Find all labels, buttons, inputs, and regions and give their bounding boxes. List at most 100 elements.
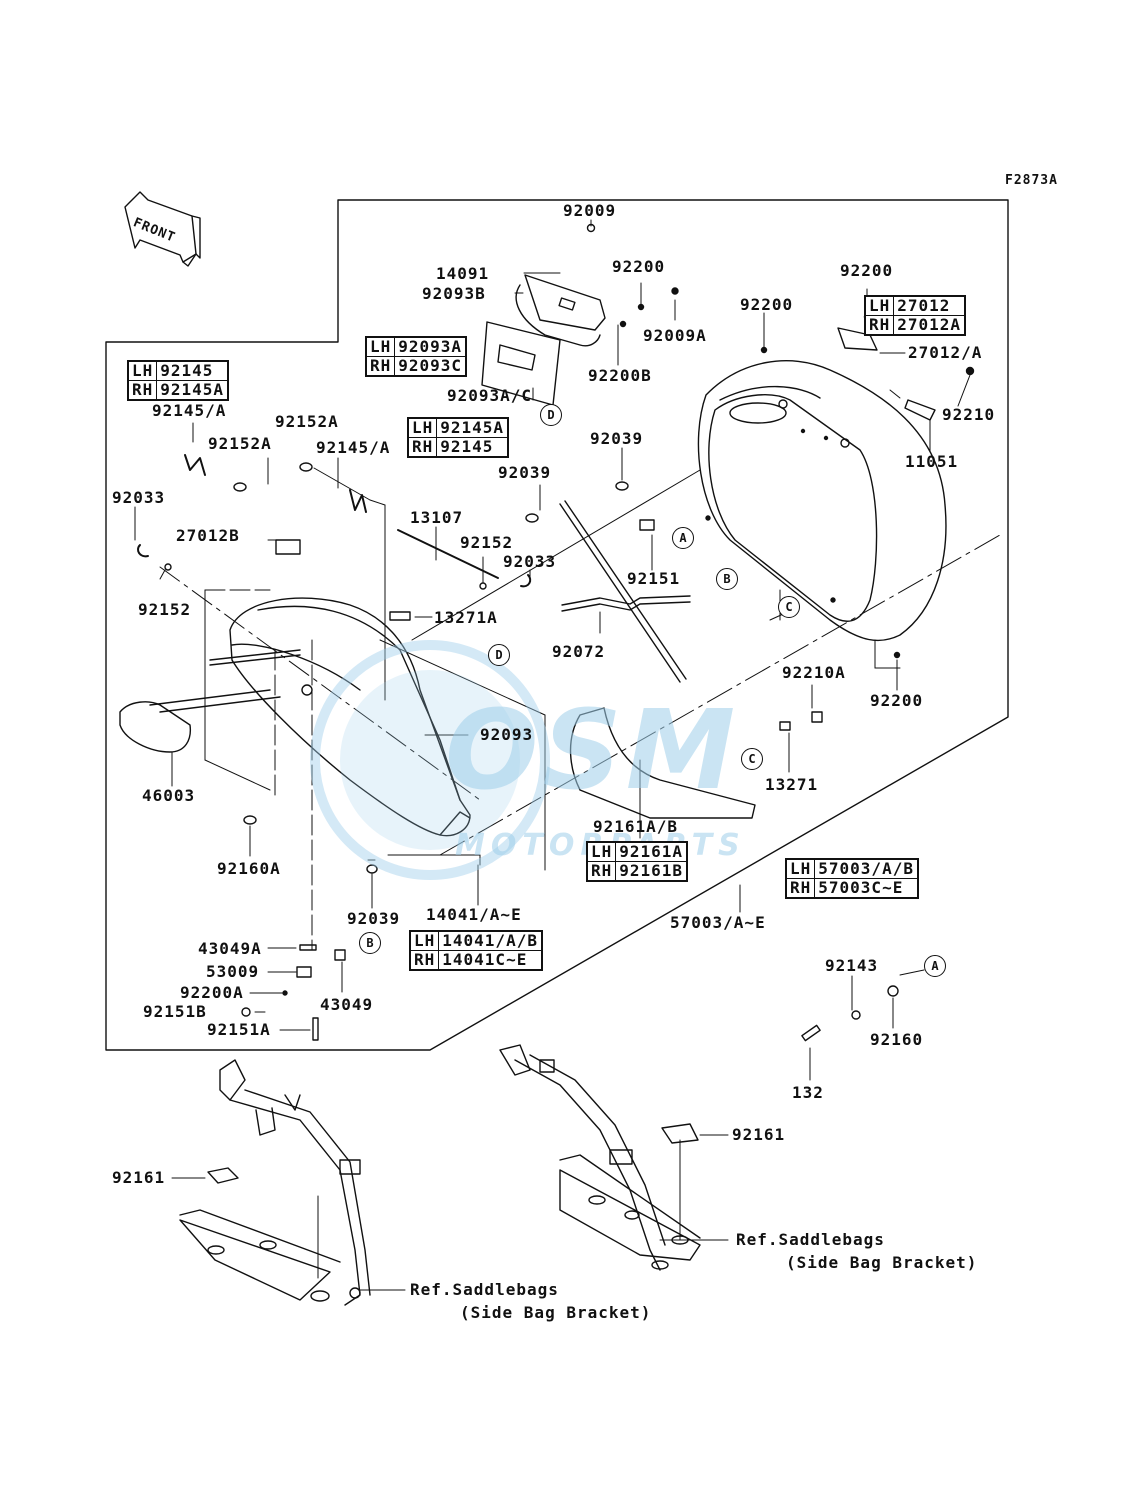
part-92145A-mid: 92145/A — [316, 438, 391, 457]
part-92151: 92151 — [627, 569, 681, 588]
lh-value: 92145 — [156, 360, 229, 381]
lh-label: LH — [864, 295, 895, 316]
part-92200-striker: 92200 — [840, 261, 894, 280]
callout-b-shell: B — [716, 568, 738, 590]
part-43049A: 43049A — [198, 939, 262, 958]
part-92093B: 92093B — [422, 284, 486, 303]
part-43049: 43049 — [320, 995, 374, 1014]
part-92152-left: 92152 — [138, 600, 192, 619]
lh-value: 92093A — [394, 336, 467, 357]
rh-value: 14041C~E — [438, 950, 543, 971]
rh-label: RH — [409, 950, 440, 971]
ref-saddlebags-left: Ref.Saddlebags — [410, 1280, 559, 1299]
part-92200A: 92200A — [180, 983, 244, 1002]
part-92143: 92143 — [825, 956, 879, 975]
part-92039-top: 92039 — [590, 429, 644, 448]
lh-value: 92161A — [615, 841, 688, 862]
part-92009A: 92009A — [643, 326, 707, 345]
bracket-11051 — [904, 399, 936, 421]
part-132: 132 — [792, 1083, 824, 1102]
part-92072: 92072 — [552, 642, 606, 661]
lh-value: 57003/A/B — [814, 858, 919, 879]
part-92145A-left: 92145/A — [152, 401, 227, 420]
ref-side-bag-bracket-right: (Side Bag Bracket) — [786, 1253, 978, 1272]
part-46003: 46003 — [142, 786, 196, 805]
rh-label: RH — [127, 380, 158, 401]
callout-a-shell: A — [672, 527, 694, 549]
lh-label: LH — [365, 336, 396, 357]
part-27012A: 27012/A — [908, 343, 983, 362]
callout-c-clip: C — [741, 748, 763, 770]
lh-label: LH — [409, 930, 440, 951]
part-27012B: 27012B — [176, 526, 240, 545]
callout-a-bolt: A — [924, 955, 946, 977]
part-92033-mid: 92033 — [503, 552, 557, 571]
striker-27012 — [837, 327, 878, 351]
rh-value: 92093C — [394, 356, 467, 377]
part-57003: 57003/A~E — [670, 913, 766, 932]
part-92152A-left: 92152A — [208, 434, 272, 453]
rh-label: RH — [407, 437, 438, 458]
callout-d-latch: D — [540, 404, 562, 426]
rh-value: 57003C~E — [814, 878, 919, 899]
part-92152-mid: 92152 — [460, 533, 514, 552]
lh-label: LH — [407, 417, 438, 438]
front-arrow-icon — [124, 191, 201, 267]
callout-d-lid: D — [488, 644, 510, 666]
support-strap — [559, 500, 691, 683]
rh-value: 27012A — [893, 315, 966, 336]
assembly-boundary — [105, 199, 1009, 1051]
part-92161-right: 92161 — [732, 1125, 786, 1144]
part-92151A: 92151A — [207, 1020, 271, 1039]
callout-c-shell: C — [778, 596, 800, 618]
part-92152A-mid: 92152A — [275, 412, 339, 431]
part-14041: 14041/A~E — [426, 905, 522, 924]
part-13271A: 13271A — [434, 608, 498, 627]
part-92093AC: 92093A/C — [447, 386, 533, 405]
part-53009: 53009 — [206, 962, 260, 981]
saddlebag-lid-left — [229, 597, 471, 837]
part-92210: 92210 — [942, 405, 996, 424]
part-92160A: 92160A — [217, 859, 281, 878]
pad-92161-left — [207, 1167, 239, 1184]
hinge-part — [119, 649, 301, 753]
part-92200B: 92200B — [588, 366, 652, 385]
latch-assembly — [515, 274, 606, 347]
saddlebag-liner — [569, 707, 756, 819]
part-92210A: 92210A — [782, 663, 846, 682]
lh-label: LH — [586, 841, 617, 862]
ref-saddlebags-right: Ref.Saddlebags — [736, 1230, 885, 1249]
stay-rod — [397, 529, 499, 579]
side-bag-bracket-left — [179, 1059, 371, 1306]
part-92200-shell: 92200 — [740, 295, 794, 314]
side-bag-bracket-right — [499, 1044, 701, 1271]
lh-label: LH — [127, 360, 158, 381]
part-92200-bottom: 92200 — [870, 691, 924, 710]
saddlebag-shell-right — [697, 360, 947, 642]
rh-label: RH — [864, 315, 895, 336]
pad-92161-right — [661, 1123, 699, 1144]
rh-value: 92161B — [615, 861, 688, 882]
lh-value: 14041/A/B — [438, 930, 543, 951]
callout-b-bracket: B — [359, 932, 381, 954]
part-92039-mid: 92039 — [498, 463, 552, 482]
part-92200-latch: 92200 — [612, 257, 666, 276]
part-92009: 92009 — [563, 201, 617, 220]
part-92093: 92093 — [480, 725, 534, 744]
part-92161AB: 92161A/B — [593, 817, 679, 836]
rh-label: RH — [785, 878, 816, 899]
rh-label: RH — [586, 861, 617, 882]
lh-value: 27012 — [893, 295, 966, 316]
part-14091: 14091 — [436, 264, 490, 283]
watermark-brand: OSM — [445, 686, 740, 814]
part-92033-left: 92033 — [112, 488, 166, 507]
part-13271: 13271 — [765, 775, 819, 794]
rh-value: 92145A — [156, 380, 229, 401]
rh-value: 92145 — [436, 437, 509, 458]
